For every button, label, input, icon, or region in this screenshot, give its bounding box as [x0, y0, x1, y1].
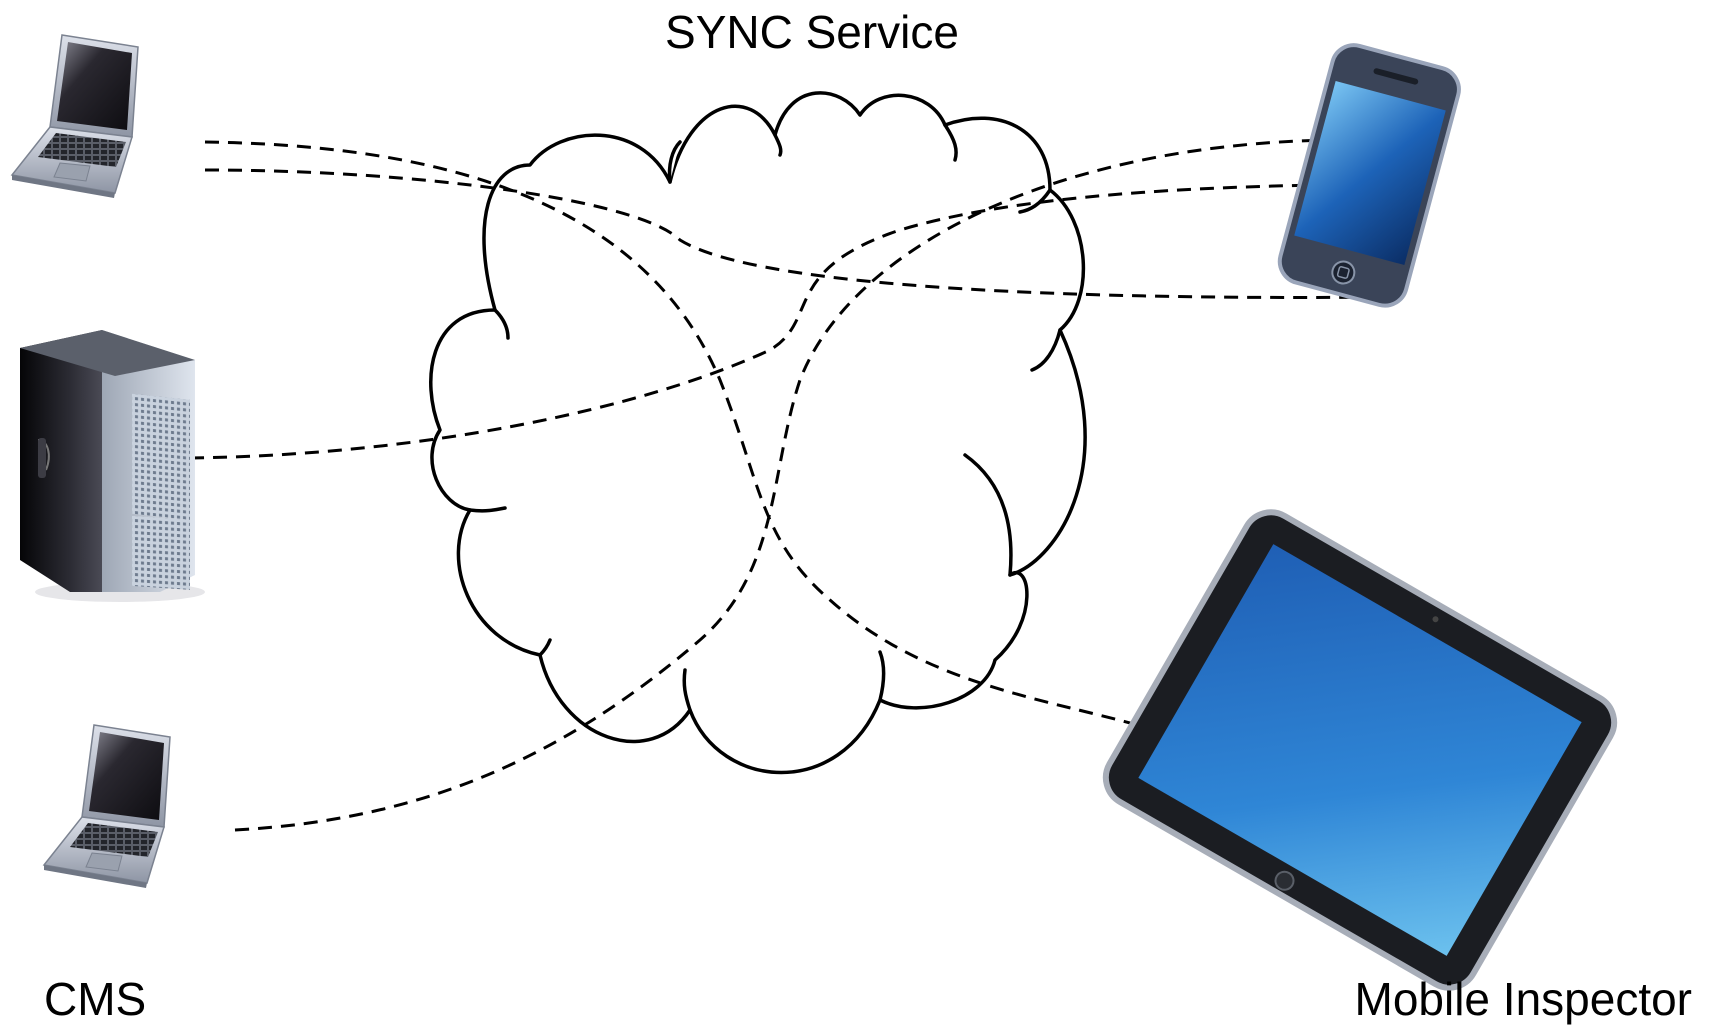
laptop-icon-bottom — [43, 724, 171, 889]
smartphone-icon — [1277, 43, 1461, 308]
laptop-icon — [11, 34, 139, 199]
cms-label: CMS — [44, 973, 146, 1025]
mobile-inspector-label: Mobile Inspector — [1355, 973, 1693, 1025]
link-laptop-top-to-phone — [204, 168, 1391, 299]
sync-service-cloud — [429, 91, 1087, 775]
server-tower-icon — [20, 330, 205, 602]
diagram-title: SYNC Service — [665, 6, 959, 58]
link-server-to-phone — [189, 183, 1321, 460]
connection-lines — [189, 138, 1391, 832]
link-laptop-bottom-to-phone — [234, 138, 1331, 832]
link-laptop-top-to-tablet — [204, 140, 1166, 735]
tablet-icon — [1102, 509, 1618, 991]
